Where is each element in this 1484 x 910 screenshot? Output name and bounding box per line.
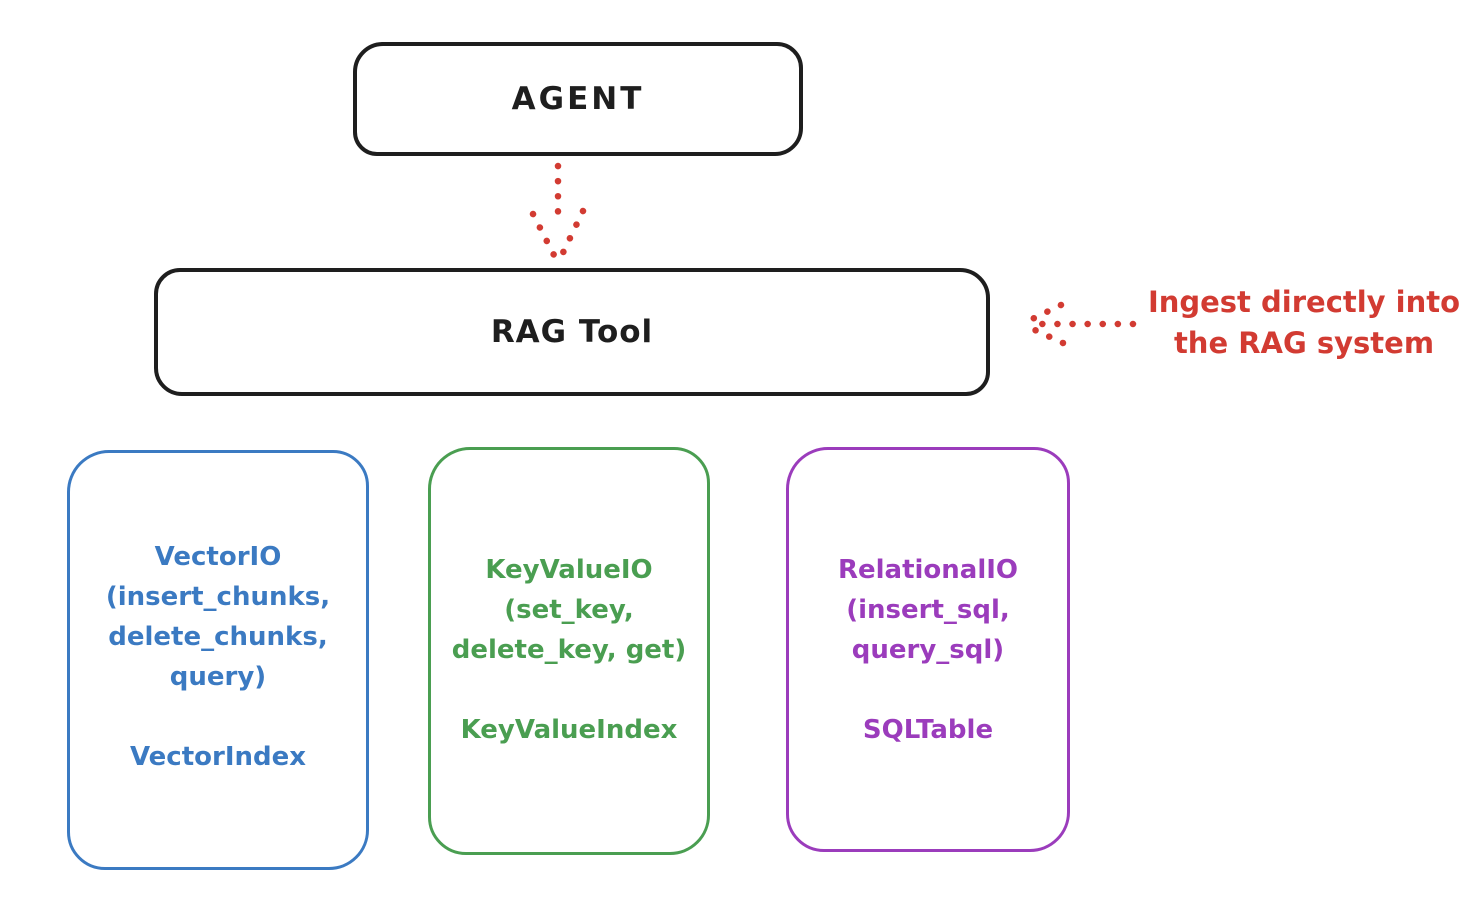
vector-io-methods-line3: query)	[169, 662, 267, 692]
relational-io-methods-line1: (insert_sql,	[846, 595, 1010, 625]
vector-index-label: VectorIndex	[129, 742, 307, 772]
backend-node-vector-io: VectorIO (insert_chunks, delete_chunks, …	[67, 450, 369, 870]
keyvalue-io-methods-line1: (set_key,	[504, 595, 634, 625]
backend-node-keyvalue-io: KeyValueIO (set_key, delete_key, get) Ke…	[428, 447, 710, 855]
vector-io-methods-line2: delete_chunks,	[108, 622, 328, 652]
relational-io-methods-line2: query_sql)	[851, 635, 1005, 665]
ingest-annotation-line2: the RAG system	[1173, 326, 1435, 360]
vector-io-title: VectorIO	[154, 542, 282, 572]
keyvalue-io-title: KeyValueIO	[485, 555, 653, 585]
agent-node: AGENT	[353, 42, 803, 156]
arrow-annotation-to-ragtool-icon	[1020, 301, 1137, 347]
keyvalue-index-label: KeyValueIndex	[460, 715, 678, 745]
rag-tool-node: RAG Tool	[154, 268, 990, 396]
keyvalue-io-methods-line2: delete_key, get)	[451, 635, 687, 665]
ingest-annotation-line1: Ingest directly into	[1147, 285, 1461, 319]
rag-tool-node-label: RAG Tool	[490, 314, 654, 350]
sql-table-label: SQLTable	[862, 715, 994, 745]
agent-node-label: AGENT	[511, 81, 645, 117]
backend-node-relational-io: RelationalIO (insert_sql, query_sql) SQL…	[786, 447, 1070, 852]
ingest-annotation: Ingest directly into the RAG system	[1128, 282, 1480, 364]
vector-io-methods-line1: (insert_chunks,	[105, 582, 331, 612]
relational-io-title: RelationalIO	[837, 555, 1019, 585]
arrow-agent-to-ragtool-icon	[529, 162, 587, 265]
